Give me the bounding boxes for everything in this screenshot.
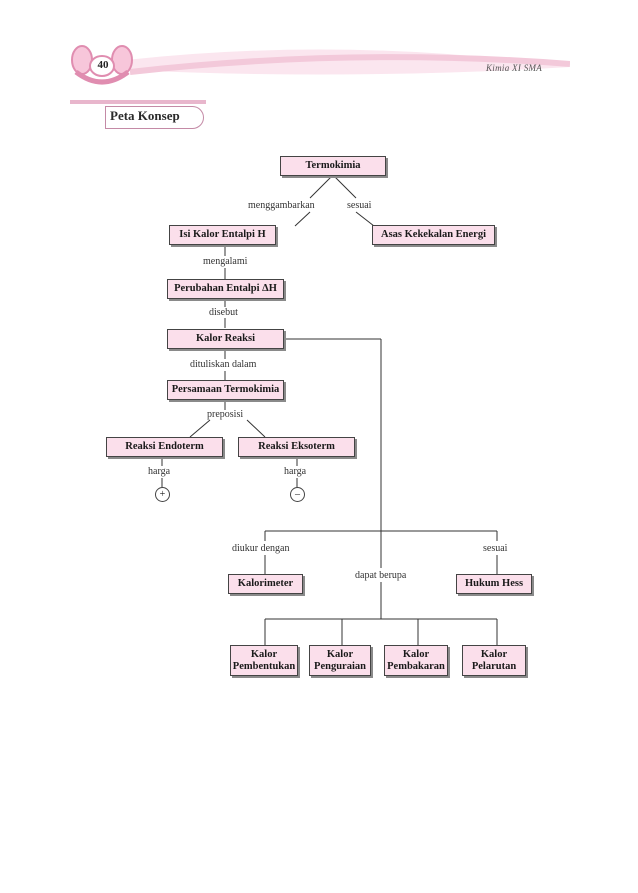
node-kalor-pembakaran: Kalor Pembakaran bbox=[384, 645, 448, 676]
node-reaksi-endoterm: Reaksi Endoterm bbox=[106, 437, 223, 457]
label-harga-eksoterm: harga bbox=[284, 466, 307, 477]
node-kalor-reaksi: Kalor Reaksi bbox=[167, 329, 284, 349]
node-reaksi-eksoterm: Reaksi Eksoterm bbox=[238, 437, 355, 457]
page-number-badge-icon bbox=[71, 45, 133, 85]
plus-sign-icon: + bbox=[155, 487, 170, 502]
node-kalorimeter: Kalorimeter bbox=[228, 574, 303, 594]
section-tab bbox=[105, 106, 204, 129]
label-harga-endoterm: harga bbox=[148, 466, 171, 477]
node-asas-kekekalan-energi: Asas Kekekalan Energi bbox=[372, 225, 495, 245]
page-number: 40 bbox=[97, 59, 109, 71]
header-decoration bbox=[70, 45, 570, 85]
label-disebut: disebut bbox=[209, 307, 238, 318]
label-mengalami: mengalami bbox=[203, 256, 248, 267]
label-dituliskan-dalam: dituliskan dalam bbox=[190, 359, 257, 370]
node-kalor-penguraian: Kalor Penguraian bbox=[309, 645, 371, 676]
node-perubahan-entalpi: Perubahan Entalpi ΔH bbox=[167, 279, 284, 299]
label-menggambarkan: menggambarkan bbox=[248, 200, 315, 211]
label-dapat-berupa: dapat berupa bbox=[354, 570, 408, 581]
label-diukur-dengan: diukur dengan bbox=[232, 543, 290, 554]
node-isi-kalor-entalpi: Isi Kalor Entalpi H bbox=[169, 225, 276, 245]
section-title: Peta Konsep bbox=[110, 108, 180, 123]
minus-sign-icon: – bbox=[290, 487, 305, 502]
node-hukum-hess: Hukum Hess bbox=[456, 574, 532, 594]
section-rule bbox=[70, 100, 206, 104]
running-title: Kimia XI SMA bbox=[486, 63, 543, 73]
label-sesuai-top: sesuai bbox=[347, 200, 372, 211]
node-kalor-pelarutan: Kalor Pelarutan bbox=[462, 645, 526, 676]
label-preposisi: preposisi bbox=[207, 409, 244, 420]
node-persamaan-termokimia: Persamaan Termokimia bbox=[167, 380, 284, 400]
node-termokimia: Termokimia bbox=[280, 156, 386, 176]
node-kalor-pembentukan: Kalor Pembentukan bbox=[230, 645, 298, 676]
label-sesuai-bottom: sesuai bbox=[483, 543, 508, 554]
